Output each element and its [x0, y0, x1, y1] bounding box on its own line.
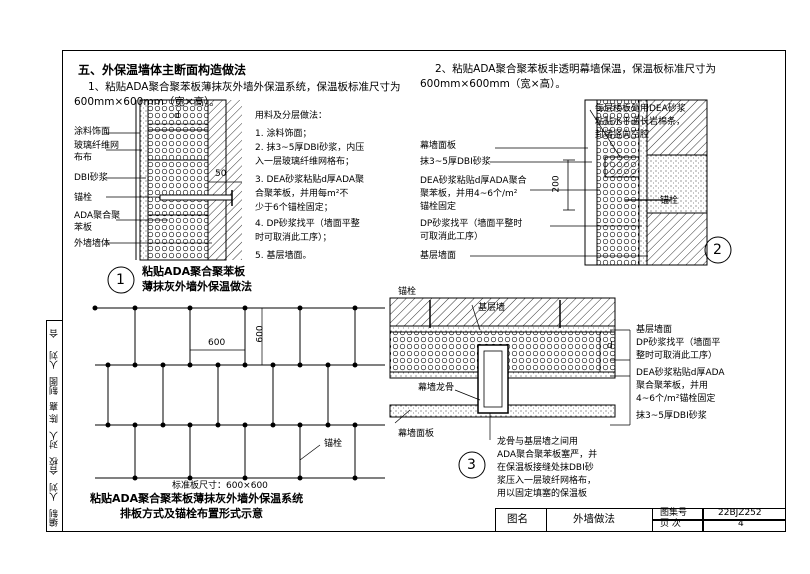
- intro-2-line-2: 600mm×600mm（宽×高）。: [420, 78, 566, 90]
- layout-dim-600-v: 600: [255, 325, 266, 343]
- sidebar-cell-6: 人刘: [50, 483, 60, 501]
- d3-note-4: 浆压入一层玻纤网格布，: [497, 476, 597, 486]
- d2-dim-200: 200: [551, 175, 562, 193]
- title-block-name-cell: [495, 508, 547, 532]
- title-block-page-label: 页 次: [660, 519, 681, 529]
- material-2b: 入一层玻璃纤维网格布；: [255, 157, 355, 167]
- material-2: 2. 抹3~5厚DBI砂浆，内压: [255, 143, 365, 153]
- diagram-3-section: [389, 297, 631, 479]
- title-block-page-value-cell: [702, 519, 786, 532]
- title-block-atlas-label: 图集号: [660, 508, 688, 518]
- title-block-atlas-cell: [652, 508, 704, 521]
- d1-dim-d: d: [174, 111, 180, 121]
- title-block-name-value: 外墙做法: [573, 513, 615, 525]
- d2-label-base: 基层墙面: [420, 251, 457, 261]
- d2-note-1: 每层楼板处用DEA砂浆: [595, 104, 686, 114]
- material-4b: 时可取消此工序）；: [255, 233, 332, 243]
- d3-anchor: 锚栓: [398, 287, 417, 297]
- sidebar-cell-4: 对人: [50, 431, 60, 449]
- material-3b: 合聚苯板，并用每m²不: [255, 189, 349, 199]
- section-heading: 五、外保温墙体主断面构造做法: [78, 63, 247, 77]
- anchor-points: [92, 305, 358, 481]
- diagram-1-section: [106, 99, 242, 294]
- layout-grid: [95, 307, 385, 479]
- title-block-page-cell: [652, 519, 704, 532]
- d1-label-board: ADA聚合聚: [74, 211, 121, 221]
- sidebar-cell-1: 人刘: [50, 351, 60, 369]
- d2-label-board-3: 锚栓固定: [420, 202, 457, 212]
- d3-label-base: 基层墙面: [636, 325, 673, 335]
- d3-label-dp-2: 整时可取消此工序）: [636, 351, 718, 361]
- material-3: 3. DEA砂浆粘贴d厚ADA聚: [255, 175, 365, 185]
- material-5: 5. 基层墙面。: [255, 251, 312, 261]
- d3-note-3: 在保温板接缝处抹DBI砂: [497, 463, 594, 473]
- d1-label-mesh: 玻璃纤维网: [74, 141, 120, 151]
- material-3c: 少于6个锚栓固定；: [255, 203, 333, 213]
- d3-number: 3: [467, 457, 476, 473]
- d2-label-panel: 幕墙面板: [420, 141, 457, 151]
- d3-label-dp-1: DP砂浆找平（墙面平: [636, 338, 721, 348]
- materials-heading: 用料及分层做法：: [255, 111, 328, 121]
- title-block-page-value: 4: [738, 519, 744, 529]
- d2-label-board-2: 聚苯板，并用4~6个/m²: [420, 189, 518, 199]
- intro-1-line-2: 600mm×600mm（宽×高）。: [74, 96, 220, 108]
- layout-caption-2: 排板方式及锚栓布置形式示意: [120, 507, 263, 520]
- d3-label-dbi: 抹3~5厚DBI砂浆: [636, 411, 707, 421]
- layout-caption-1: 粘贴ADA聚合聚苯板薄抹灰外墙外保温系统: [90, 492, 304, 505]
- sidebar-cell-2: 制图: [50, 377, 60, 395]
- d3-note-2: ADA聚合聚苯板塞严，并: [497, 450, 598, 460]
- d1-label-wall: 外墙墙体: [74, 239, 111, 249]
- d3-label-board-2: 聚合聚苯板，并用: [636, 381, 709, 391]
- d3-keel: 幕墙龙骨: [418, 383, 455, 393]
- intro-2-line-1: 2、粘贴ADA聚合聚苯板非透明幕墙保温，保温板标准尺寸为: [435, 63, 716, 75]
- d1-caption-1: 粘贴ADA聚合聚苯板: [142, 265, 246, 278]
- d2-label-dp-1: DP砂浆找平（墙面平整时: [420, 219, 523, 229]
- material-4: 4. DP砂浆找平（墙面平整: [255, 219, 360, 229]
- title-block-name-label: 图名: [507, 513, 528, 525]
- d2-note-3: 封堵竖向空腔: [595, 130, 650, 140]
- intro-1-line-1: 1、粘贴ADA聚合聚苯板薄抹灰外墙外保温系统，保温板标准尺寸为: [88, 81, 401, 93]
- title-block-atlas-value-cell: [702, 508, 786, 521]
- drawing-frame: [62, 50, 786, 532]
- diagram-2-section: [470, 99, 732, 266]
- sidebar-cell-7: 编制: [50, 509, 60, 527]
- d1-dim-50: 50: [215, 169, 227, 179]
- signature-sidebar: 合 人刘 制图 陈 嘉 对人 合校 人刘 编制: [46, 320, 63, 532]
- d3-base-wall: 基层墙: [478, 303, 506, 313]
- d3-dim-d: d: [607, 341, 613, 351]
- title-block-atlas-value: 22BJZ252: [718, 508, 762, 518]
- d3-label-board-3: 4~6个/m²锚栓固定: [636, 394, 716, 404]
- d1-number: 1: [116, 272, 125, 288]
- layout-dim-600-h: 600: [208, 338, 226, 348]
- d2-note-2: 粘贴水平通长岩棉条，: [595, 117, 686, 127]
- d1-label-mesh-2: 布布: [74, 153, 93, 163]
- d2-anchor: 锚栓: [660, 196, 679, 206]
- layout-std-size: 标准板尺寸：600×600: [172, 481, 268, 491]
- d3-note-5: 用以固定填塞的保温板: [497, 489, 588, 499]
- layout-anchor: 锚栓: [324, 439, 343, 449]
- d3-note-1: 龙骨与基层墙之间用: [497, 437, 579, 447]
- sidebar-cell-5: 合校: [50, 457, 60, 475]
- d2-label-dbi: 抹3~5厚DBI砂浆: [420, 157, 491, 167]
- d1-label-coating: 涂料饰面: [74, 127, 111, 137]
- sidebar-cell-3: 陈 嘉: [50, 402, 60, 424]
- d3-panel: 幕墙面板: [398, 429, 435, 439]
- d2-number: 2: [713, 242, 722, 258]
- d1-label-dbi: DBI砂浆: [74, 173, 108, 183]
- material-1: 1. 涂料饰面；: [255, 129, 312, 139]
- sidebar-cell-0: 合: [50, 329, 60, 339]
- d1-label-board-2: 苯板: [74, 223, 93, 233]
- d2-label-board-1: DEA砂浆粘贴d厚ADA聚合: [420, 176, 527, 186]
- d1-caption-2: 薄抹灰外墙外保温做法: [142, 280, 252, 293]
- d1-label-anchor: 锚栓: [74, 193, 93, 203]
- d3-label-board-1: DEA砂浆粘贴d厚ADA: [636, 368, 725, 378]
- d2-label-dp-2: 可取消此工序）: [420, 232, 484, 242]
